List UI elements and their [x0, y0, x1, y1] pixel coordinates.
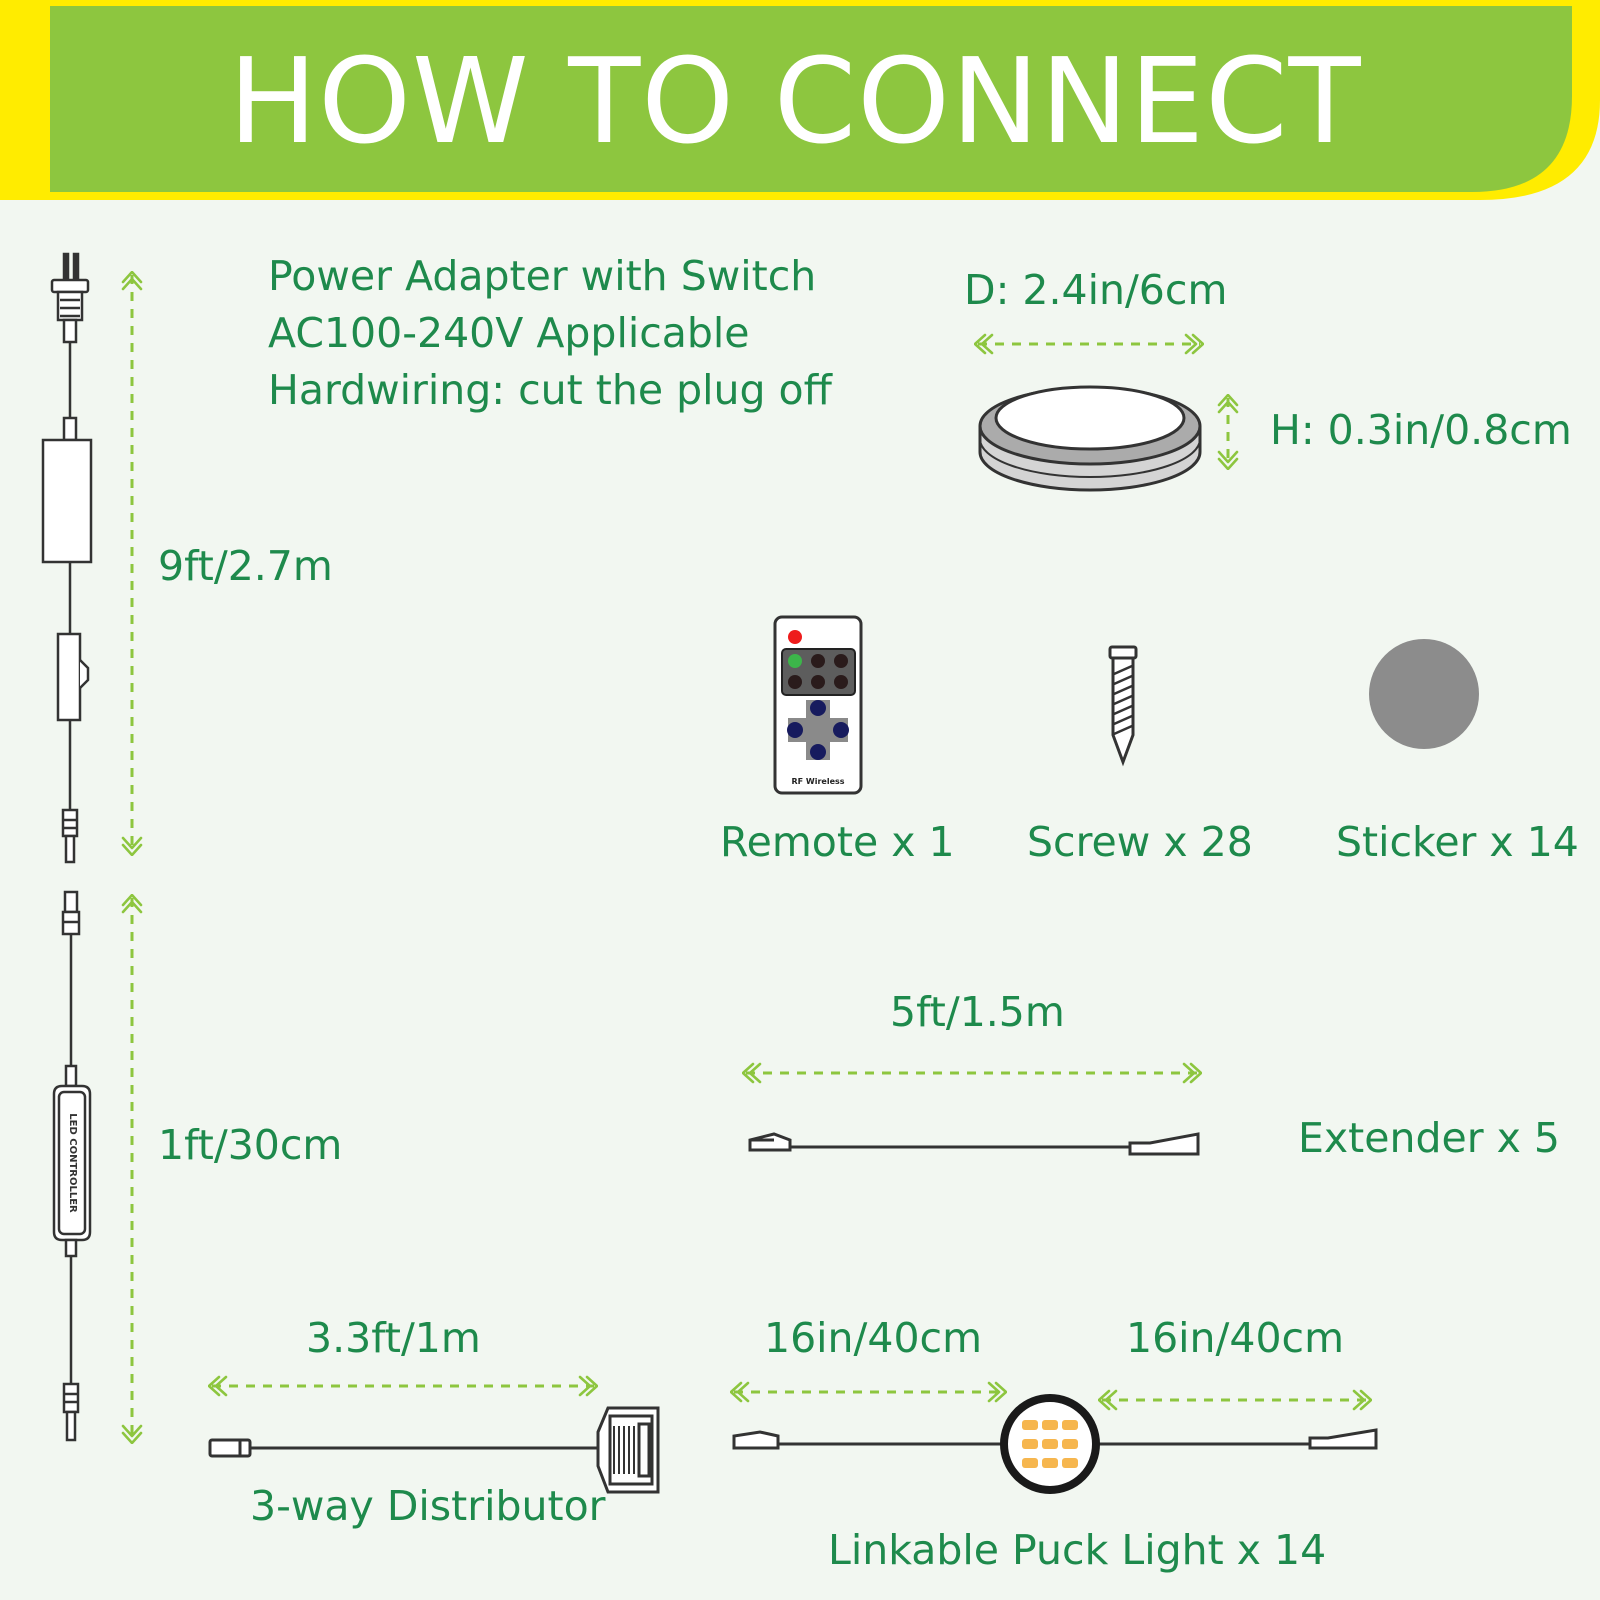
- puck-diameter-label: D: 2.4in/6cm: [964, 266, 1228, 314]
- power-plug-icon: [50, 252, 90, 344]
- banner-green-band: [50, 6, 1572, 192]
- header-banner: [0, 0, 1600, 200]
- dc-jack-female-icon: [61, 890, 81, 936]
- adapter-brick-icon: [41, 438, 93, 564]
- adapter-strain-relief: [62, 416, 78, 442]
- adapter-length-label: 9ft/2.7m: [158, 542, 333, 590]
- controller-length-label: 1ft/30cm: [158, 1121, 343, 1169]
- page-title: HOW TO CONNECT: [228, 32, 1362, 170]
- dimension-arrows: [132, 275, 1368, 1440]
- puck-light-label: Linkable Puck Light x 14: [828, 1526, 1327, 1574]
- led-controller-icon: [52, 1084, 92, 1242]
- extender-label: Extender x 5: [1298, 1114, 1560, 1162]
- adapter-line-1: Power Adapter with Switch: [268, 252, 817, 300]
- extender-cable-icon: [748, 1132, 1200, 1156]
- puck-right-length-label: 16in/40cm: [1126, 1314, 1345, 1362]
- puck-side-view-icon: [978, 385, 1202, 492]
- dc-plug-male-icon: [61, 808, 79, 864]
- remote-icon: [773, 615, 863, 795]
- sticker-icon: [1369, 639, 1479, 749]
- inline-switch-icon: [56, 632, 90, 722]
- dc-plug-end-icon: [62, 1382, 80, 1442]
- distributor-cable-icon: [208, 1406, 660, 1494]
- adapter-line-3: Hardwiring: cut the plug off: [268, 366, 832, 414]
- power-adapter-cord: [41, 252, 93, 864]
- controller-cord: [52, 890, 92, 1442]
- remote-label: Remote x 1: [720, 818, 955, 866]
- adapter-line-2: AC100-240V Applicable: [268, 309, 750, 357]
- distributor-label: 3-way Distributor: [250, 1482, 606, 1530]
- sticker-label: Sticker x 14: [1336, 818, 1579, 866]
- distributor-length-label: 3.3ft/1m: [306, 1314, 481, 1362]
- led-controller-label: LED CONTROLLER: [67, 1113, 78, 1213]
- screw-label: Screw x 28: [1027, 818, 1253, 866]
- remote-brand-label: RF Wireless: [791, 777, 845, 786]
- screw-icon: [1108, 645, 1138, 767]
- linkable-puck-light-icon: [732, 1394, 1378, 1494]
- puck-height-label: H: 0.3in/0.8cm: [1270, 406, 1572, 454]
- extender-length-label: 5ft/1.5m: [890, 988, 1065, 1036]
- puck-left-length-label: 16in/40cm: [764, 1314, 983, 1362]
